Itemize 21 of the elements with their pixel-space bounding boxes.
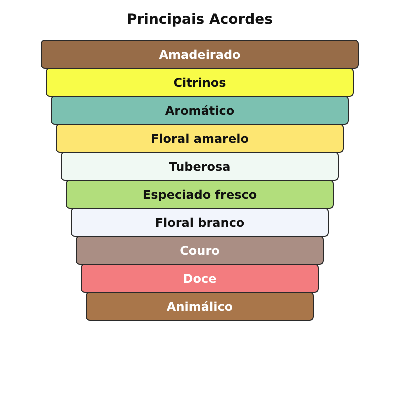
- funnel-bar: [71, 208, 329, 237]
- funnel-bar: [86, 292, 314, 321]
- bar-label: Animálico: [166, 300, 234, 314]
- funnel-bar: [56, 124, 344, 153]
- bar-label: Amadeirado: [159, 48, 241, 62]
- funnel-bar: [66, 180, 334, 209]
- bar-label: Tuberosa: [169, 160, 231, 174]
- funnel-bar: [51, 96, 349, 125]
- bar-label: Couro: [180, 244, 220, 258]
- bar-label: Citrinos: [174, 76, 226, 90]
- bar-label: Floral amarelo: [151, 132, 249, 146]
- bar-label: Aromático: [165, 104, 235, 118]
- bar-label: Doce: [183, 272, 217, 286]
- bar-label: Especiado fresco: [142, 188, 258, 202]
- funnel-bar: [41, 40, 359, 69]
- funnel-bar: [61, 152, 339, 181]
- funnel-bar: [81, 264, 319, 293]
- chart-title: Principais Acordes: [126, 11, 273, 30]
- bar-label: Floral branco: [155, 216, 245, 230]
- funnel-bar: [76, 236, 324, 265]
- funnel-bar: [46, 68, 354, 97]
